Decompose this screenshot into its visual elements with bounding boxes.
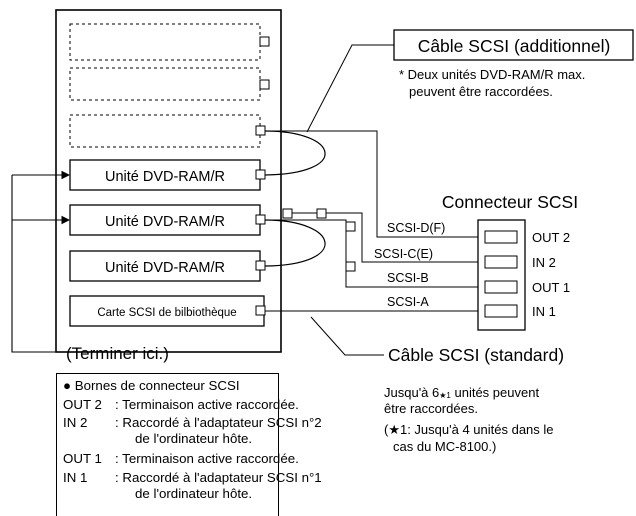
cable-label-scsi-c: SCSI-C(E) [374,247,433,261]
cable-standard-note-1b: unités peuvent [451,385,540,400]
legend-key-out1: OUT 1 [63,451,102,466]
connector-title: Connecteur SCSI [442,192,578,212]
wire-scsi-b-2 [265,219,485,288]
cable-label-scsi-d: SCSI-D(F) [387,221,445,235]
legend-entry-in1: IN 1: Raccordé à l'adaptateur SCSI n°1 [63,470,322,486]
cable-standard-note-4: cas du MC-8100.) [393,439,496,454]
cable-additional-label: Câble SCSI (additionnel) [418,36,611,56]
cable-standard-note-3: (★1: Jusqu'à 4 unités dans le [384,422,554,437]
legend-text-out1: Terminaison active raccordée. [122,451,299,466]
legend-sep-out2: : [115,397,119,412]
legend-text-in1-cont: de l'ordinateur hôte. [135,486,253,501]
dvd-unit-3-label: Unité DVD-RAM/R [105,260,225,276]
connector-port-out2 [484,230,518,244]
connector-square-c [345,221,356,232]
cable-additional-leader [306,44,394,133]
legend-panel: ● Bornes de connecteur SCSI OUT 2: Termi… [56,373,322,516]
dvd-unit-2-label: Unité DVD-RAM/R [105,214,225,230]
connector-port-in2 [484,255,518,269]
connector-port-in1 [484,304,518,318]
cable-additional-note-2: peuvent être raccordées. [409,84,553,99]
cable-standard-note-2: être raccordées. [384,401,478,416]
dvd-unit-1-label: Unité DVD-RAM/R [105,169,225,185]
legend-key-in1: IN 1 [63,470,88,485]
cable-additional-note-1: * Deux unités DVD-RAM/R max. [399,67,585,82]
legend-key-out2: OUT 2 [63,397,102,412]
dvd-unit-3: Unité DVD-RAM/R [69,250,266,282]
cable-additional-box [393,29,634,61]
dvd-unit-2: Unité DVD-RAM/R [69,204,266,236]
port-label-in2: IN 2 [532,255,556,270]
legend-text-out2: Terminaison active raccordée. [122,397,299,412]
connector-square-d [345,261,356,272]
legend-sep-in2: : [115,415,119,430]
termination-bracket [11,175,62,353]
cable-additional-loop [264,130,326,176]
cable-standard-note-1: Jusqu'à 6★1 unités peuvent [384,385,539,400]
legend-sep-in1: : [115,470,119,485]
wire-scsi-c [326,212,485,263]
legend-sep-out1: : [115,451,119,466]
legend-entry-out1: OUT 1: Terminaison active raccordée. [63,451,299,467]
unit-slot-2 [69,67,270,101]
connector-port-out1 [484,280,518,294]
legend-entry-in2: IN 2: Raccordé à l'adaptateur SCSI n°2 [63,415,322,431]
connector-square-a [282,208,293,219]
legend-text-in2-cont: de l'ordinateur hôte. [135,431,253,446]
terminate-label: (Terminer ici.) [66,344,169,363]
port-label-in1: IN 1 [532,304,556,319]
cable-label-scsi-a: SCSI-A [387,295,429,309]
legend-text-in1: Raccordé à l'adaptateur SCSI n°1 [122,470,322,485]
scsi-card: Carte SCSI de bilbiothèque [69,295,266,327]
legend-title: ● Bornes de connecteur SCSI [63,378,240,393]
legend-text-in2: Raccordé à l'adaptateur SCSI n°2 [122,415,322,430]
wire-scsi-d [265,130,485,238]
cable-label-scsi-b: SCSI-B [387,271,429,285]
legend-key-in2: IN 2 [63,415,88,430]
cable-standard-leader [310,316,384,356]
dvd-unit-1: Unité DVD-RAM/R [69,159,266,191]
scsi-card-label: Carte SCSI de bilbiothèque [97,307,236,319]
cable-standard-loop [264,219,326,267]
legend-entry-out2: OUT 2: Terminaison active raccordée. [63,397,299,413]
cable-standard-note-1a: Jusqu'à 6 [384,385,439,400]
unit-slot-1 [69,23,270,61]
port-label-out2: OUT 2 [532,230,570,245]
connector-square-b [316,208,327,219]
cable-standard-label: Câble SCSI (standard) [388,345,564,365]
cable-standard-note-1mark: ★1 [439,391,451,400]
port-label-out1: OUT 1 [532,280,570,295]
